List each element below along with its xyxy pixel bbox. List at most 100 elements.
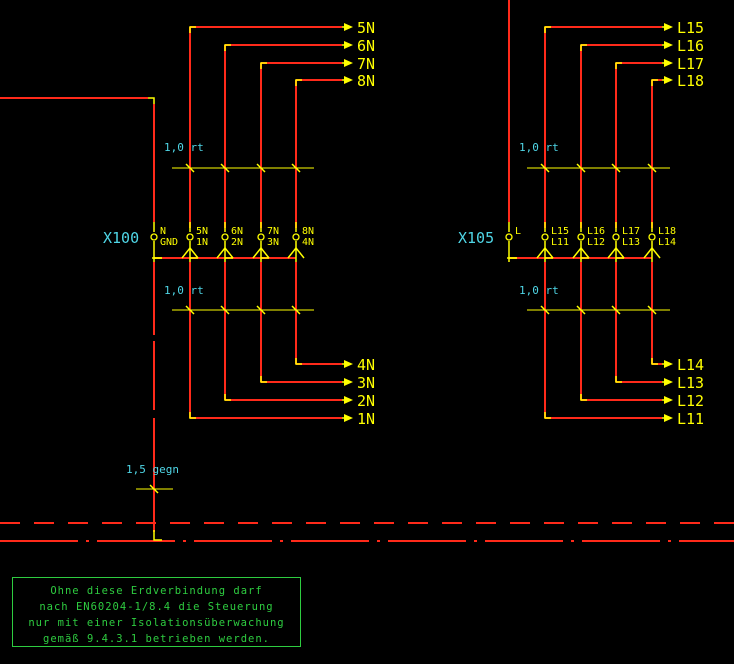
x100-pin-label-bottom: 4N	[302, 237, 314, 248]
x100-arrow-top	[344, 59, 353, 67]
x105-pin-label-bottom: L14	[658, 237, 676, 248]
x100-pin-label-top: 5N	[196, 226, 208, 237]
x105-corner-top	[544, 26, 551, 33]
x100-pin-label-top: 8N	[302, 226, 314, 237]
x100-output-label-top: 5N	[357, 19, 375, 37]
x105-corner-top	[580, 44, 587, 51]
ground-corner	[153, 530, 162, 541]
x100-bridge-chevron	[252, 246, 270, 259]
x100-arrow-bot	[344, 396, 353, 404]
x100-corner-bot	[224, 394, 231, 401]
x105-arrow-bot	[664, 414, 673, 422]
x100-arrow-bot	[344, 360, 353, 368]
x105-output-label-bottom: L11	[677, 410, 704, 428]
x100-arrow-top	[344, 41, 353, 49]
x105-output-label-bottom: L14	[677, 356, 704, 374]
x105-corner-bot	[651, 358, 658, 365]
x105-bridge-chevron	[536, 246, 554, 259]
x100-corner-bot	[260, 376, 267, 383]
x100-bridge-chevron	[216, 246, 234, 259]
x100-arrow-bot	[344, 414, 353, 422]
x100-arrow-top	[344, 23, 353, 31]
x100-pin-label-bottom: GND	[160, 237, 178, 248]
x100-corner-top	[224, 44, 231, 51]
x105-corner-top	[651, 79, 658, 86]
x100-terminal-circle	[221, 233, 229, 241]
x100-arrow-bot	[344, 378, 353, 386]
x100-pin-label-bottom: 1N	[196, 237, 208, 248]
x105-pin-label-top: L	[515, 226, 521, 237]
x105-corner-bot	[580, 394, 587, 401]
x100-output-label-bottom: 3N	[357, 374, 375, 392]
x100-wire-spec-bottom: 1,0 rt	[164, 284, 204, 297]
x105-spec-tick	[611, 305, 621, 315]
x100-corner-top	[260, 62, 267, 69]
x105-spec-tick	[647, 305, 657, 315]
x100-terminal-circle	[150, 233, 158, 241]
x105-arrow-bot	[664, 396, 673, 404]
x100-terminal-circle	[186, 233, 194, 241]
x100-spec-tick	[220, 163, 230, 173]
x100-arrow-top	[344, 76, 353, 84]
x100-output-label-top: 6N	[357, 37, 375, 55]
x100-spec-tick	[256, 163, 266, 173]
x100-corner-bot	[189, 412, 196, 419]
ground-spec-tick	[149, 484, 159, 494]
x105-wire-spec-top: 1,0 rt	[519, 141, 559, 154]
note-line-4: gemäß 9.4.3.1 betrieben werden.	[43, 633, 270, 645]
x105-corner-top	[615, 62, 622, 69]
x100-pin-label-bottom: 2N	[231, 237, 243, 248]
x105-bridge-chevron	[643, 246, 661, 259]
x105-terminal-circle	[541, 233, 549, 241]
x105-arrow-top	[664, 59, 673, 67]
x100-output-label-top: 7N	[357, 55, 375, 73]
note-line-1: Ohne diese Erdverbindung darf	[50, 585, 263, 597]
x105-spec-tick	[611, 163, 621, 173]
x105-pin-label-bottom: L13	[622, 237, 640, 248]
x105-pin-label-top: L16	[587, 226, 605, 237]
ground-note-box: Ohne diese Erdverbindung darf nach EN602…	[12, 577, 301, 647]
x105-output-label-bottom: L12	[677, 392, 704, 410]
x105-bridge-chevron	[572, 246, 590, 259]
x100-corner-bot	[295, 358, 302, 365]
x100-spec-tick	[185, 305, 195, 315]
x105-output-label-top: L17	[677, 55, 704, 73]
x105-spec-tick	[540, 305, 550, 315]
x100-corner-top	[189, 26, 196, 33]
x105-arrow-top	[664, 23, 673, 31]
x100-bridge-chevron	[287, 246, 305, 259]
x105-arrow-top	[664, 41, 673, 49]
x100-spec-tick	[220, 305, 230, 315]
x105-spec-tick	[647, 163, 657, 173]
x105-terminal-name: X105	[458, 229, 494, 247]
x100-pin-label-bottom: 3N	[267, 237, 279, 248]
x105-arrow-bot	[664, 378, 673, 386]
x105-output-label-top: L18	[677, 72, 704, 90]
x105-pin-label-top: L18	[658, 226, 676, 237]
x100-pin-label-top: 6N	[231, 226, 243, 237]
x105-terminal-circle	[612, 233, 620, 241]
x100-terminal-circle	[292, 233, 300, 241]
ground-spec-label: 1,5 gegn	[126, 463, 179, 476]
x105-terminal-circle	[505, 233, 513, 241]
x100-bridge-chevron	[181, 246, 199, 259]
x100-wire-spec-top: 1,0 rt	[164, 141, 204, 154]
x100-terminal-circle	[257, 233, 265, 241]
x105-spec-tick	[576, 163, 586, 173]
x105-corner-bot	[544, 412, 551, 419]
x105-pin-label-bottom: L11	[551, 237, 569, 248]
x105-spec-tick	[576, 305, 586, 315]
x105-pin-label-bottom: L12	[587, 237, 605, 248]
x105-pin-label-top: L15	[551, 226, 569, 237]
note-line-2: nach EN60204-1/8.4 die Steuerung	[39, 601, 274, 613]
x105-bridge-chevron	[607, 246, 625, 259]
x105-pin-label-top: L17	[622, 226, 640, 237]
x105-output-label-top: L15	[677, 19, 704, 37]
x100-spec-tick	[256, 305, 266, 315]
x100-spec-tick	[185, 163, 195, 173]
x105-output-label-top: L16	[677, 37, 704, 55]
x100-corner-top	[295, 79, 302, 86]
x100-pin-label-top: 7N	[267, 226, 279, 237]
x100-terminal-name: X100	[103, 229, 139, 247]
